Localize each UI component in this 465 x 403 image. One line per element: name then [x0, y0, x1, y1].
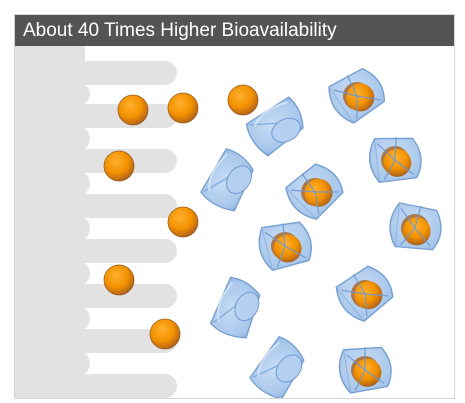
- bioavailability-illustration: [15, 46, 452, 398]
- diagram-title: About 40 Times Higher Bioavailability: [15, 15, 454, 46]
- cyclodextrin-complex: [253, 215, 317, 277]
- free-molecule: [149, 318, 181, 350]
- empty-cyclodextrin: [195, 145, 264, 217]
- intestinal-villi-membrane: [15, 46, 177, 398]
- cyclodextrin-complex: [325, 65, 389, 127]
- free-molecule: [227, 84, 259, 116]
- free-molecule: [117, 94, 149, 126]
- free-molecule: [167, 92, 199, 124]
- cyclodextrin-complex: [331, 261, 399, 327]
- cyclodextrin-complex: [378, 191, 452, 265]
- free-molecule: [167, 206, 199, 238]
- empty-cyclodextrin: [244, 333, 314, 398]
- diagram-frame: About 40 Times Higher Bioavailability: [14, 14, 455, 399]
- free-molecule: [103, 264, 135, 296]
- cyclodextrin-complex: [331, 337, 399, 398]
- free-molecule: [103, 150, 135, 182]
- empty-cyclodextrin: [205, 274, 270, 345]
- cyclodextrin-complex: [360, 126, 430, 194]
- cyclodextrin-complex: [280, 157, 350, 227]
